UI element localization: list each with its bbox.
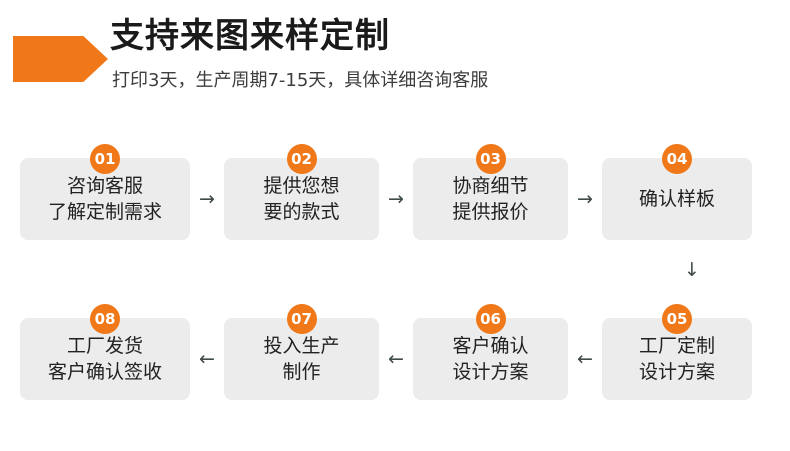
process-step-02[interactable]: 02 提供您想 要的款式 — [224, 144, 379, 240]
connector-arrow-right-icon: → — [388, 187, 404, 210]
process-row-top: 01 咨询客服 了解定制需求 → 02 提供您想 要的款式 → 03 协商细节 … — [0, 144, 790, 240]
step-label-line1: 工厂定制 — [638, 335, 715, 357]
process-step-08[interactable]: 08 工厂发货 客户确认签收 — [20, 304, 190, 400]
process-step-01[interactable]: 01 咨询客服 了解定制需求 — [20, 144, 190, 240]
banner-arrow-icon — [13, 36, 108, 82]
step-label-line1: 工厂发货 — [66, 335, 143, 357]
process-step-05[interactable]: 05 工厂定制 设计方案 — [602, 304, 752, 400]
process-row-bottom: 08 工厂发货 客户确认签收 ← 07 投入生产 制作 ← 06 客户确认 设计… — [0, 304, 790, 400]
step-number-badge: 02 — [286, 144, 317, 174]
step-label-line2: 了解定制需求 — [47, 201, 162, 223]
step-label-line2: 要的款式 — [263, 201, 340, 223]
step-label-line2: 提供报价 — [452, 201, 529, 223]
step-label: 工厂定制 设计方案 — [639, 333, 715, 385]
step-label-line1: 确认样板 — [638, 188, 715, 210]
connector-arrow-down-icon: ↓ — [684, 258, 700, 281]
process-step-06[interactable]: 06 客户确认 设计方案 — [413, 304, 568, 400]
step-label: 咨询客服 了解定制需求 — [48, 173, 162, 225]
step-label-line1: 咨询客服 — [66, 175, 143, 197]
step-number-badge: 04 — [662, 144, 692, 174]
header: 支持来图来样定制 打印3天，生产周期7-15天，具体详细咨询客服 — [0, 0, 790, 120]
step-label-line2: 制作 — [282, 361, 321, 383]
step-label-line1: 协商细节 — [452, 175, 529, 197]
step-label: 提供您想 要的款式 — [263, 173, 339, 225]
connector-arrow-left-icon: ← — [388, 347, 404, 370]
step-label-line2: 客户确认签收 — [47, 361, 162, 383]
page-subtitle: 打印3天，生产周期7-15天，具体详细咨询客服 — [112, 70, 489, 91]
step-label-line1: 投入生产 — [263, 335, 340, 357]
step-label-line1: 客户确认 — [452, 335, 529, 357]
connector-arrow-right-icon: → — [199, 187, 215, 210]
step-number-badge: 01 — [90, 144, 120, 174]
step-number-badge: 07 — [286, 304, 317, 334]
process-step-07[interactable]: 07 投入生产 制作 — [224, 304, 379, 400]
step-label: 投入生产 制作 — [263, 333, 339, 385]
step-label-line2: 设计方案 — [452, 361, 529, 383]
page-title: 支持来图来样定制 — [110, 16, 390, 56]
step-number-badge: 06 — [475, 304, 506, 334]
connector-arrow-left-icon: ← — [199, 347, 215, 370]
step-number-badge: 03 — [475, 144, 506, 174]
process-step-03[interactable]: 03 协商细节 提供报价 — [413, 144, 568, 240]
step-label-line1: 提供您想 — [263, 175, 340, 197]
step-label: 协商细节 提供报价 — [452, 173, 528, 225]
step-label: 确认样板 — [639, 186, 715, 212]
step-label: 工厂发货 客户确认签收 — [48, 333, 162, 385]
step-label-line2: 设计方案 — [638, 361, 715, 383]
connector-arrow-right-icon: → — [577, 187, 593, 210]
step-number-badge: 05 — [662, 304, 692, 334]
connector-arrow-left-icon: ← — [577, 347, 593, 370]
step-label: 客户确认 设计方案 — [452, 333, 528, 385]
process-step-04[interactable]: 04 确认样板 — [602, 144, 752, 240]
step-number-badge: 08 — [90, 304, 120, 334]
